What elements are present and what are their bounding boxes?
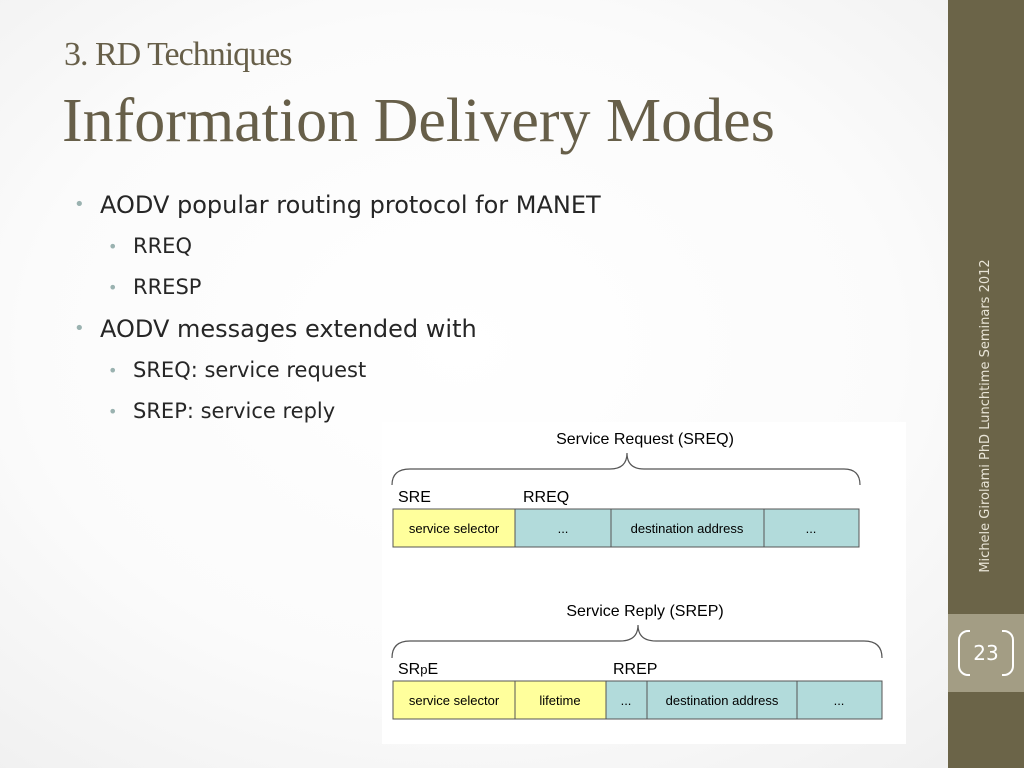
srep-cell-label: lifetime	[539, 693, 580, 708]
srep-cell-destination-address	[646, 680, 798, 720]
srep-brace	[391, 624, 883, 659]
srep-right-label: RREP	[613, 661, 657, 678]
slide-footer: Michele Girolami PhD Lunchtime Seminars …	[948, 218, 1024, 614]
sreq-cell-service-selector	[392, 508, 516, 548]
sreq-cell-label: destination address	[631, 521, 744, 536]
srep-cell-label: ...	[834, 693, 845, 708]
sreq-left-label: SRE	[398, 489, 431, 506]
page-number-box: 23	[948, 614, 1024, 692]
srep-title: Service Reply (SREP)	[566, 603, 723, 620]
srep-cell-lifetime	[514, 680, 607, 720]
slide-title: Information Delivery Modes	[62, 87, 775, 155]
bullet-text: RREQ	[133, 234, 192, 258]
bullet-dot-icon: •	[74, 194, 85, 215]
srep-cell-service-selector	[392, 680, 516, 720]
message-format-diagram: Service Request (SREQ) SRE RREQ service …	[382, 422, 906, 744]
sub-bullet-item: • RRESP	[74, 267, 601, 308]
bullet-dot-icon: •	[108, 402, 118, 421]
sreq-brace	[391, 452, 861, 486]
sreq-cell-label: ...	[806, 521, 817, 536]
bullet-text: AODV messages extended with	[100, 315, 477, 343]
sreq-right-label: RREQ	[523, 489, 569, 506]
bullet-item: • AODV messages extended with	[74, 308, 601, 350]
footer-text: Michele Girolami PhD Lunchtime Seminars …	[978, 259, 993, 573]
bullet-text: SREP: service reply	[133, 399, 336, 423]
bullet-dot-icon: •	[108, 361, 118, 380]
srep-cell-ellipsis-2	[796, 680, 883, 720]
sreq-title: Service Request (SREQ)	[556, 431, 734, 448]
srep-cell-label: ...	[621, 693, 632, 708]
sreq-cell-label: ...	[558, 521, 569, 536]
bullet-text: SREQ: service request	[133, 358, 367, 382]
srep-cell-ellipsis-1	[605, 680, 648, 720]
srep-left-label: SRpE	[398, 661, 438, 678]
bullet-list: • AODV popular routing protocol for MANE…	[74, 184, 601, 432]
sub-bullet-item: • SREP: service reply	[74, 391, 601, 432]
bullet-dot-icon: •	[108, 278, 118, 297]
sub-bullet-item: • SREQ: service request	[74, 350, 601, 391]
bullet-text: AODV popular routing protocol for MANET	[100, 191, 601, 219]
sidebar: Michele Girolami PhD Lunchtime Seminars …	[948, 0, 1024, 768]
page-number: 23	[973, 641, 999, 665]
bullet-dot-icon: •	[74, 318, 85, 339]
sreq-cell-label: service selector	[409, 521, 500, 536]
srep-cell-label: service selector	[409, 693, 500, 708]
sreq-cell-destination-address	[610, 508, 765, 548]
sreq-cell-ellipsis-2	[763, 508, 860, 548]
sub-bullet-item: • RREQ	[74, 226, 601, 267]
bullet-text: RRESP	[133, 275, 202, 299]
srep-cell-label: destination address	[666, 693, 779, 708]
slide-supertitle: 3. RD Techniques	[64, 36, 292, 73]
bullet-dot-icon: •	[108, 237, 118, 256]
bullet-item: • AODV popular routing protocol for MANE…	[74, 184, 601, 226]
